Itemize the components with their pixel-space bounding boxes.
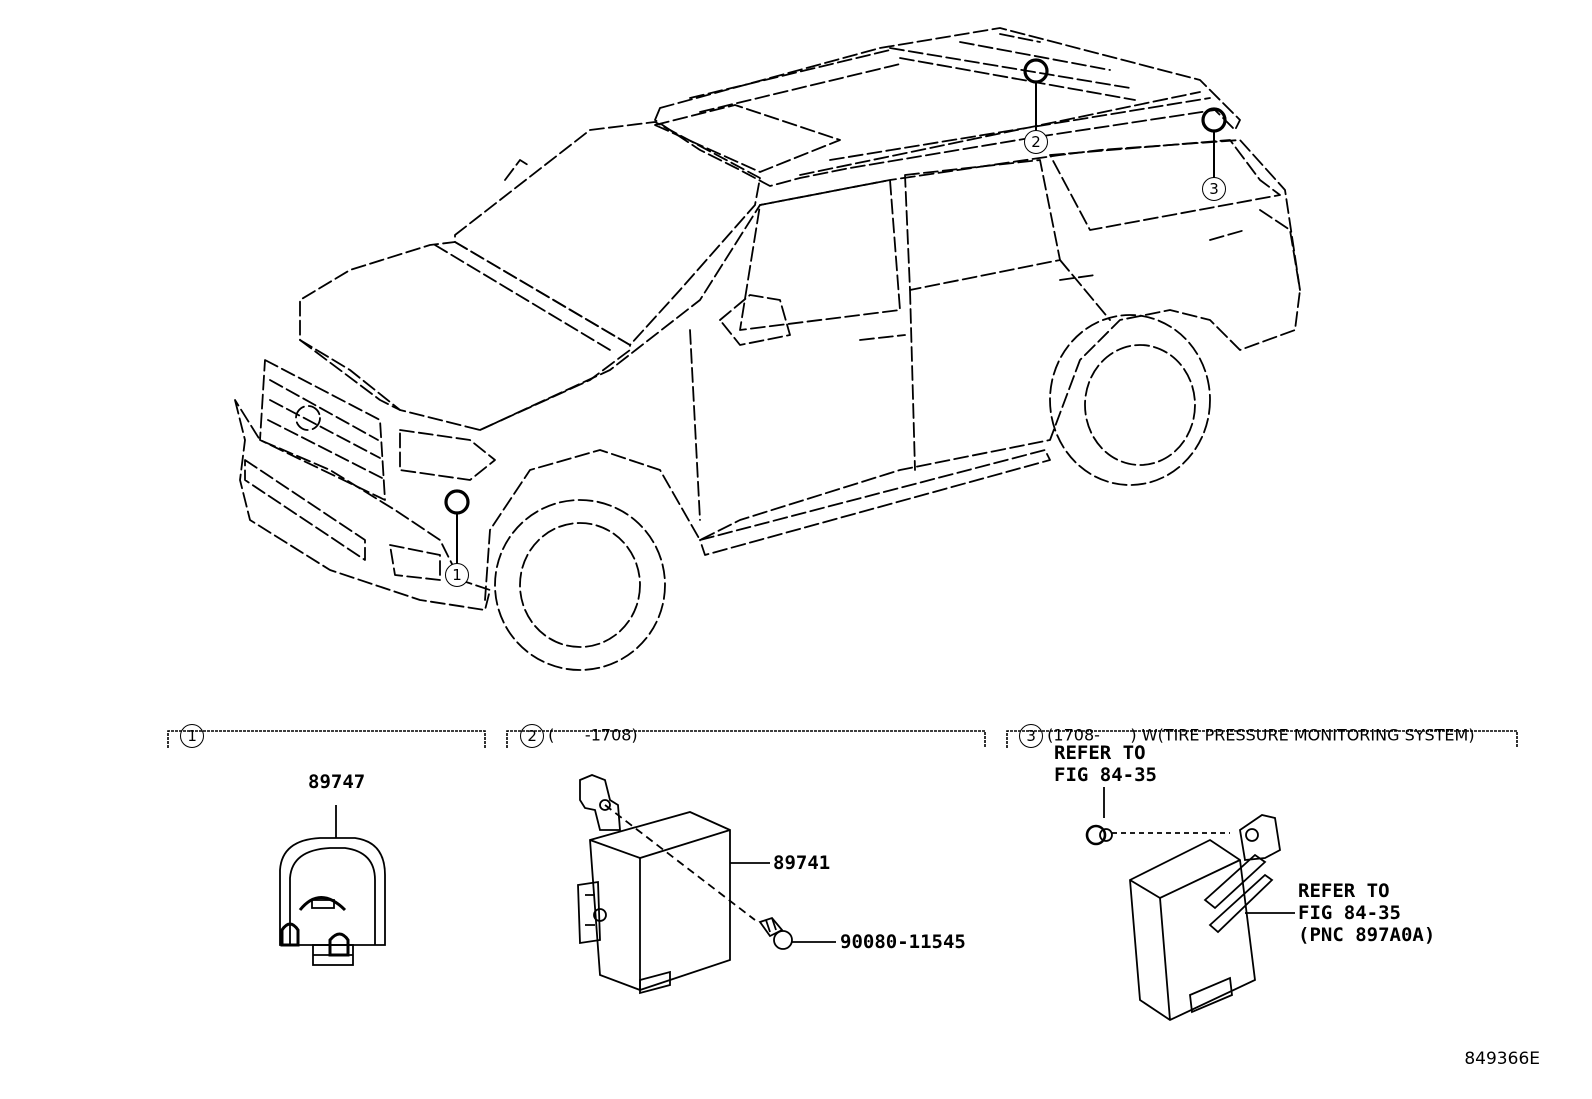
callout-2: 2 (1024, 130, 1048, 154)
part-number-89741[interactable]: 89741 (773, 852, 831, 874)
section-brackets (167, 730, 1518, 748)
part-number-89747[interactable]: 89747 (308, 771, 366, 793)
refer-label-1-line2[interactable]: FIG 84-35 (1054, 764, 1157, 786)
section-3-number: 3 (1019, 724, 1044, 748)
section-3-header: 3(1708- ) W(TIRE PRESSURE MONITORING SYS… (1009, 704, 1475, 748)
section-1-number: 1 (180, 724, 205, 748)
part-number-90080-11545[interactable]: 90080-11545 (840, 931, 966, 953)
sensor-marker-1 (444, 489, 470, 515)
part-3-drawing (1085, 787, 1295, 1022)
diagram-code: 849366E (1464, 1049, 1540, 1069)
part-89747-drawing (279, 805, 386, 966)
sensor-marker-3 (1201, 107, 1227, 133)
refer-label-1-line1: REFER TO (1054, 742, 1146, 764)
callout-3: 3 (1202, 177, 1226, 201)
section-2-header: 2( -1708) (510, 704, 638, 748)
refer-label-2-line3[interactable]: (PNC 897A0A) (1298, 924, 1436, 946)
refer-label-2-line1: REFER TO (1298, 880, 1390, 902)
section-2-note: ( -1708) (548, 725, 638, 745)
vehicle-callouts (444, 58, 1227, 565)
section-2-number: 2 (520, 724, 545, 748)
callout-1: 1 (445, 563, 469, 587)
refer-label-2-line2[interactable]: FIG 84-35 (1298, 902, 1401, 924)
section-3-note: (1708- ) W(TIRE PRESSURE MONITORING SYST… (1047, 725, 1475, 745)
vehicle-illustration (234, 27, 1301, 671)
section-1-header: 1 (170, 704, 208, 748)
part-89741-drawing (577, 774, 836, 995)
